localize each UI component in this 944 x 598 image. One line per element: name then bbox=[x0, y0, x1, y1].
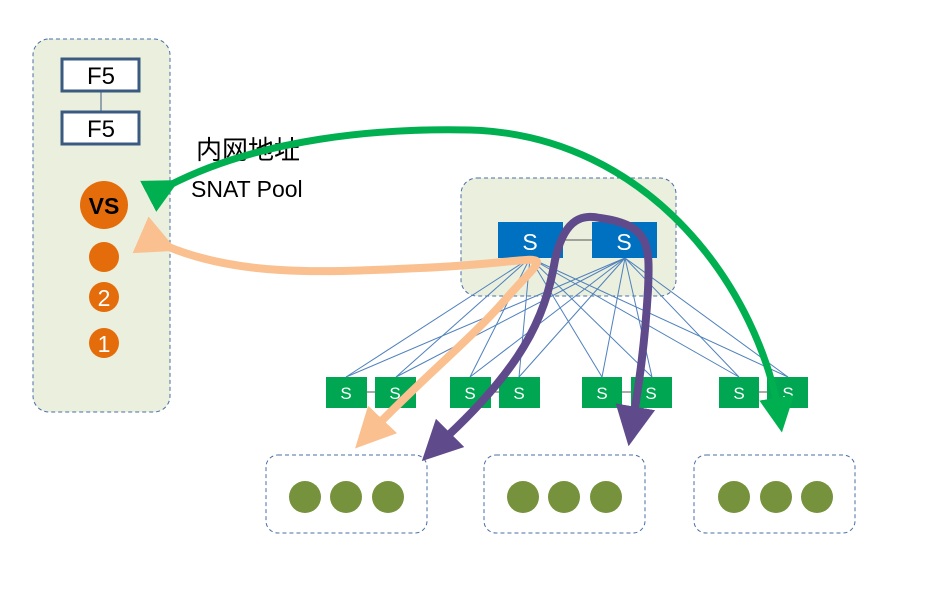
server bbox=[289, 481, 321, 513]
leaf-switch-label: S bbox=[513, 384, 524, 403]
server bbox=[548, 481, 580, 513]
pool-member-1-label: 1 bbox=[98, 331, 111, 357]
leaf-switch-label: S bbox=[464, 384, 475, 403]
server bbox=[330, 481, 362, 513]
f5-device-bottom bbox=[60, 110, 141, 146]
leaf-pair-3: S S bbox=[582, 377, 672, 408]
f5-bottom-label: F5 bbox=[87, 116, 115, 143]
pool-member-2-label: 2 bbox=[98, 285, 111, 311]
leaf-switch-label: S bbox=[340, 384, 351, 403]
leaf-switch-label: S bbox=[645, 384, 656, 403]
flow-arrow-peach-return bbox=[132, 216, 541, 449]
leaf-switch-label: S bbox=[782, 384, 793, 403]
server bbox=[718, 481, 750, 513]
leaf-pair-4: S S bbox=[719, 377, 808, 408]
server bbox=[801, 481, 833, 513]
pool-member-dot bbox=[89, 242, 119, 272]
server bbox=[372, 481, 404, 513]
leaf-switch-label: S bbox=[596, 384, 607, 403]
annotation-internal-address: 内网地址 bbox=[196, 135, 300, 165]
annotation-snat-pool: SNAT Pool bbox=[191, 176, 303, 202]
flow-arrow-green-bidirectional bbox=[140, 126, 794, 433]
server bbox=[760, 481, 792, 513]
spine-switch-2-label: S bbox=[616, 229, 631, 255]
vs-label: VS bbox=[89, 193, 120, 219]
leaf-switch-label: S bbox=[733, 384, 744, 403]
flow-arrow-purple-start bbox=[421, 418, 465, 462]
f5-top-label: F5 bbox=[87, 63, 115, 90]
server bbox=[590, 481, 622, 513]
f5-device-top bbox=[60, 57, 141, 93]
server-group-2 bbox=[483, 454, 646, 534]
server bbox=[507, 481, 539, 513]
server-group-3 bbox=[693, 454, 856, 534]
spine-switch-1-label: S bbox=[522, 229, 537, 255]
pool-member-1 bbox=[89, 328, 119, 358]
server-group-1 bbox=[265, 454, 428, 534]
pool-member-2 bbox=[89, 282, 119, 312]
flow-arrow-purple bbox=[436, 212, 656, 447]
virtual-server-circle bbox=[80, 181, 128, 229]
